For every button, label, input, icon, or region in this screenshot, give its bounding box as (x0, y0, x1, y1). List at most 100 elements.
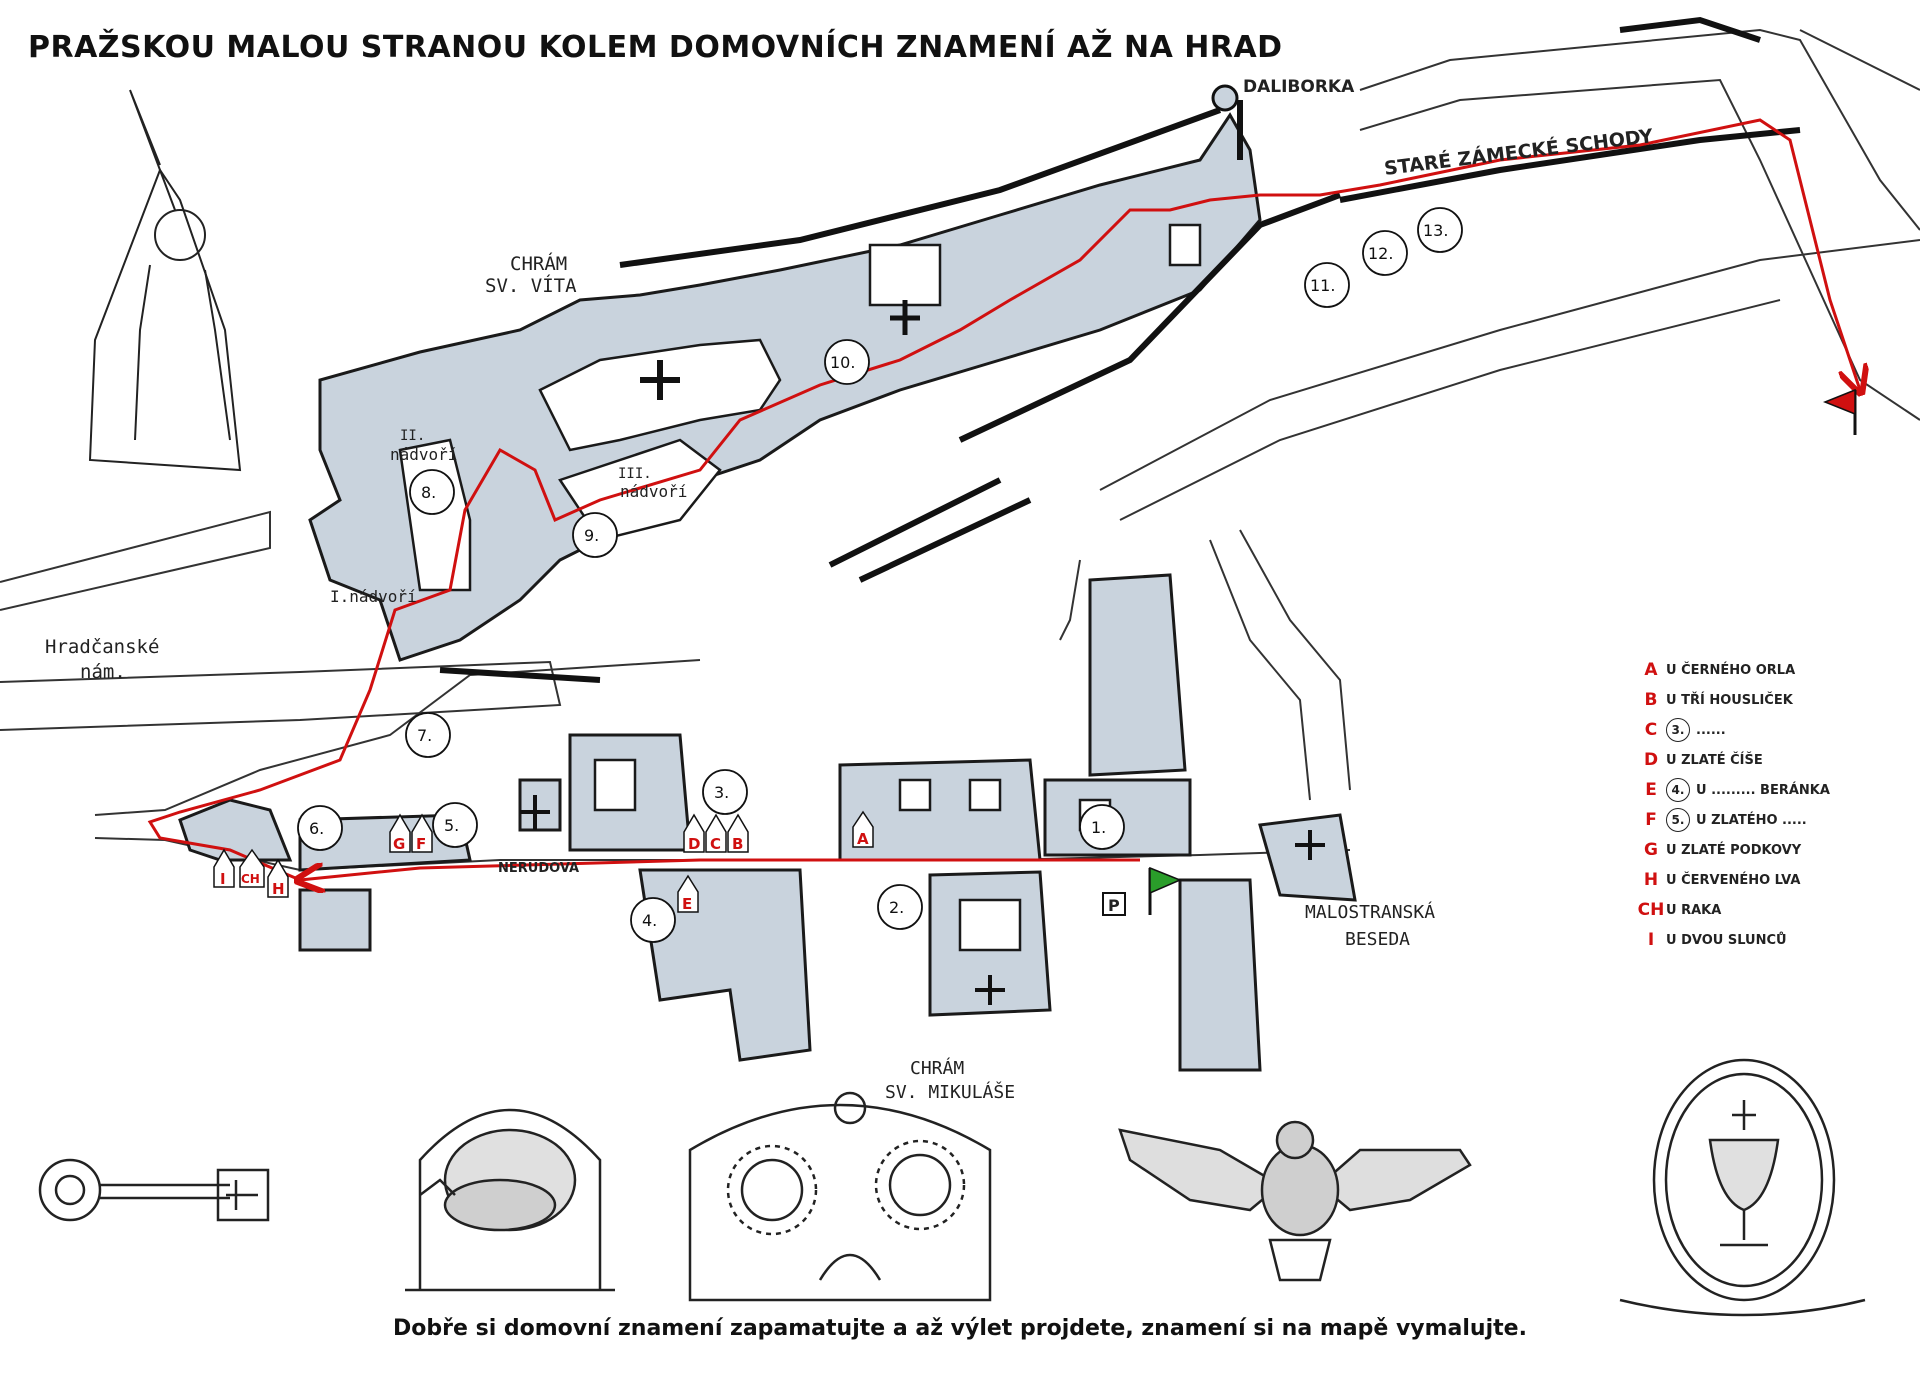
svg-text:D: D (688, 835, 700, 853)
stop-1: 1. (1079, 804, 1125, 850)
sign-A: A (852, 810, 874, 848)
sign-G: G (389, 813, 411, 853)
footer-instruction: Dobře si domovní znamení zapamatujte a a… (393, 1316, 1527, 1341)
block-courtyards (593, 758, 1112, 952)
castle-walls (439, 16, 1801, 683)
mala-strana-blocks (178, 573, 1357, 1072)
svg-text:1.: 1. (1091, 818, 1106, 837)
stop-13: 13. (1417, 207, 1463, 253)
first-courtyard-label: I.nádvoří (330, 587, 417, 606)
lamb-sign-drawing (405, 1108, 615, 1292)
small-cross (520, 795, 550, 830)
stop-5: 5. (432, 802, 478, 848)
sign-CH: CH (239, 848, 265, 888)
sign-F: F (411, 813, 433, 853)
svg-text:9.: 9. (584, 526, 599, 545)
stop-12: 12. (1362, 230, 1408, 276)
stop-11: 11. (1304, 262, 1350, 308)
two-suns-sign-drawing (688, 1091, 992, 1302)
second-courtyard-num: II. (400, 428, 425, 444)
stop-4: 4. (630, 897, 676, 943)
prague-castle (308, 112, 1262, 662)
svg-text:C: C (710, 835, 721, 853)
cathedral-cross (640, 360, 680, 400)
mikulas-cross (975, 975, 1005, 1005)
nerudova-street-label: NERUDOVA (498, 861, 579, 876)
svg-text:2.: 2. (889, 898, 904, 917)
svg-text:10.: 10. (830, 353, 855, 372)
daliborka-label: DALIBORKA (1243, 77, 1355, 97)
svg-text:5.: 5. (444, 816, 459, 835)
stop-7: 7. (405, 712, 451, 758)
svg-text:3.: 3. (714, 783, 729, 802)
st-vitus-label-2: SV. VÍTA (485, 274, 577, 297)
sign-H: H (267, 858, 289, 898)
svg-text:H: H (272, 880, 285, 898)
sign-C: C (705, 813, 727, 853)
st-nicholas-label-2: SV. MIKULÁŠE (885, 1081, 1015, 1103)
svg-text:E: E (682, 895, 692, 913)
third-courtyard-label: nádvoří (620, 482, 687, 501)
svg-text:G: G (393, 835, 405, 853)
stop-2: 2. (877, 884, 923, 930)
key-drawing (38, 1158, 270, 1222)
svg-text:8.: 8. (421, 483, 436, 502)
hradcanske-square-label-1: Hradčanské (45, 636, 159, 658)
stop-3: 3. (702, 769, 748, 815)
stop-6: 6. (297, 805, 343, 851)
golden-chalice-sign-drawing (1619, 1058, 1866, 1317)
route-path (147, 118, 1860, 880)
daliborka-tower (1211, 84, 1239, 112)
svg-text:B: B (732, 835, 743, 853)
st-nicholas-label-1: CHRÁM (910, 1057, 964, 1079)
castle-cross (890, 300, 920, 335)
parking-label: P (1108, 896, 1120, 915)
svg-text:7.: 7. (417, 726, 432, 745)
malostranska-beseda-label-2: BESEDA (1345, 929, 1410, 950)
third-courtyard-num: III. (618, 466, 652, 482)
st-vitus-label-1: CHRÁM (510, 252, 567, 275)
stop-markers: 1. 2. 3. 4. 5. 6. 7. 8. 9. 10. 11. 12. 1… (297, 207, 1463, 943)
eagle-sign-drawing (1118, 1120, 1472, 1282)
malostranska-beseda-label-1: MALOSTRANSKÁ (1305, 901, 1435, 923)
sign-D: D (683, 813, 705, 853)
svg-text:CH: CH (241, 872, 260, 886)
svg-text:13.: 13. (1423, 221, 1448, 240)
svg-text:A: A (857, 830, 869, 848)
stop-8: 8. (409, 469, 455, 515)
beseda-cross (1295, 830, 1325, 860)
svg-text:4.: 4. (642, 911, 657, 930)
princess-drawing (88, 89, 242, 472)
parking-sign: P (1102, 892, 1126, 916)
svg-text:6.: 6. (309, 819, 324, 838)
hradcanske-square-label-2: nám. (80, 661, 126, 683)
stop-9: 9. (572, 512, 618, 558)
svg-text:I: I (220, 870, 226, 888)
end-flag (1822, 388, 1857, 435)
sign-E: E (677, 874, 699, 913)
house-sign-markers: A B C D E F G H CH I (213, 810, 874, 913)
streets (0, 28, 1920, 872)
svg-text:F: F (416, 835, 426, 853)
svg-text:12.: 12. (1368, 244, 1393, 263)
svg-text:11.: 11. (1310, 276, 1335, 295)
place-labels: DALIBORKA STARÉ ZÁMECKÉ SCHODY CHRÁM SV.… (45, 77, 1654, 1103)
stop-10: 10. (824, 339, 870, 385)
sign-I: I (213, 848, 235, 888)
sign-B: B (727, 813, 749, 853)
second-courtyard-label: nádvoří (390, 445, 457, 464)
map-title: PRAŽSKOU MALOU STRANOU KOLEM DOMOVNÍCH Z… (28, 30, 1283, 65)
start-flag (1148, 866, 1182, 915)
